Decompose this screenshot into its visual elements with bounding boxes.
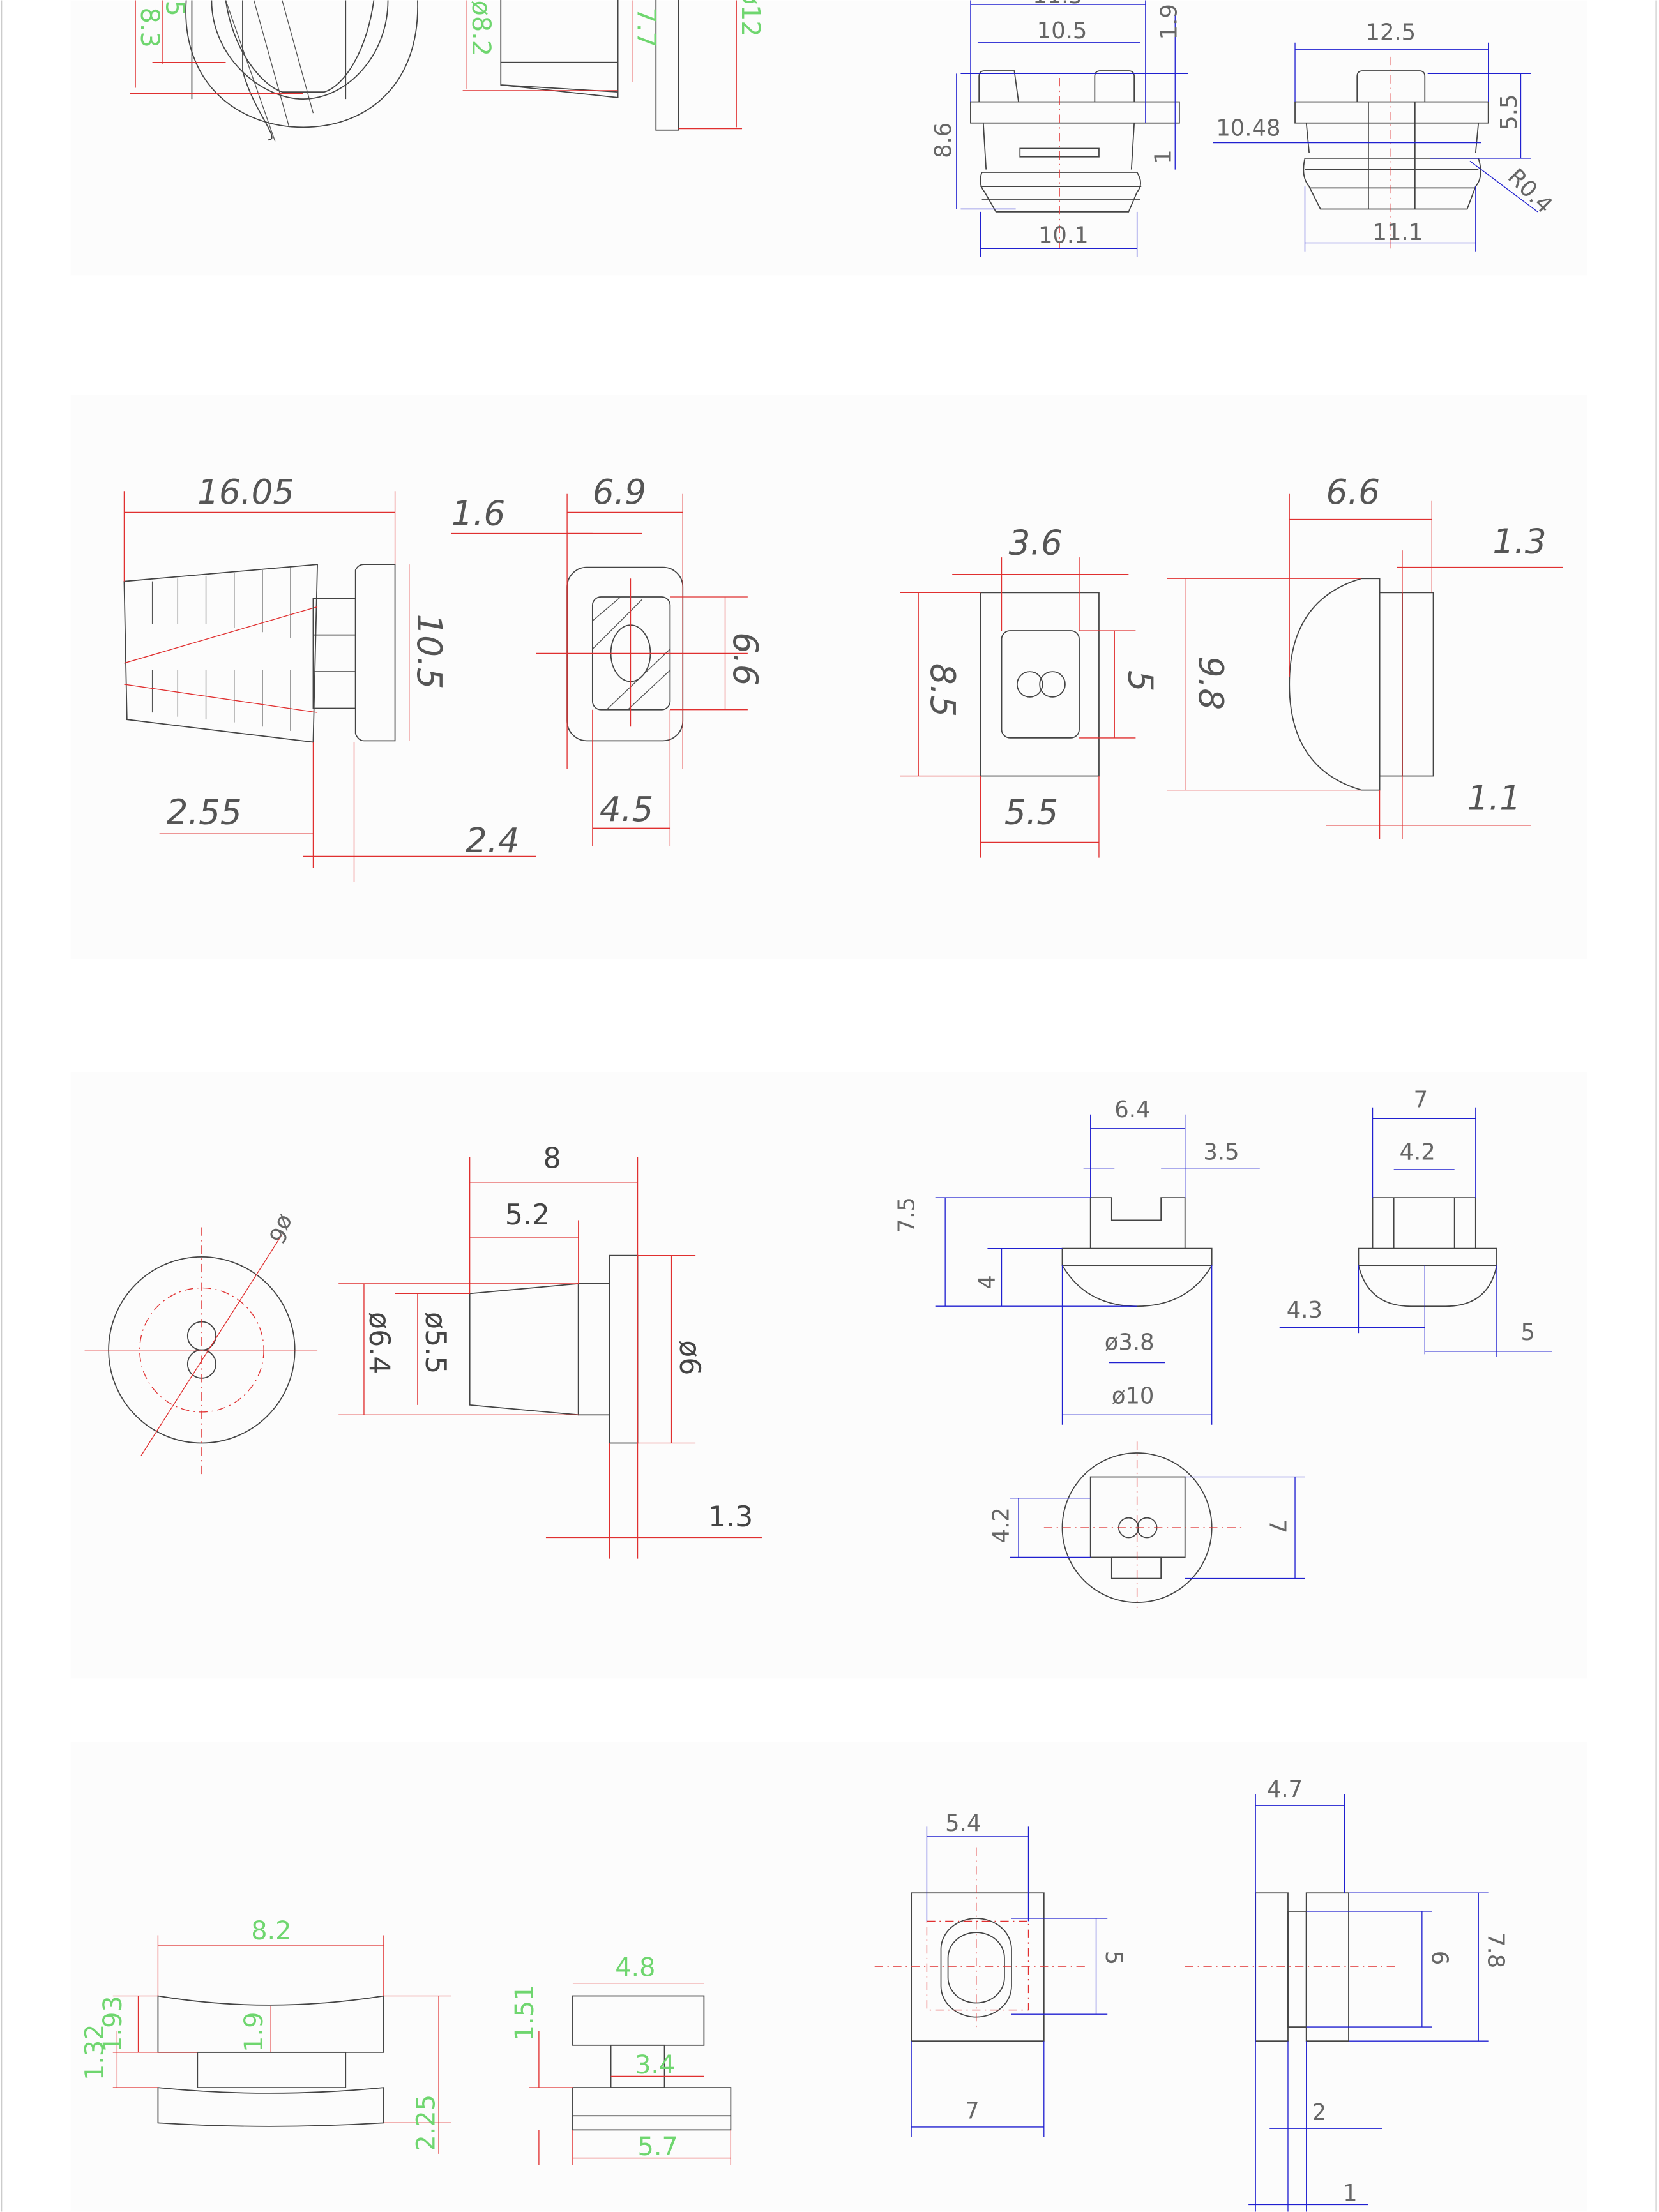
dim-label: 1.6 xyxy=(451,493,505,533)
part-3-end-view: 1.6 6.9 6.6 4.5 xyxy=(451,472,765,847)
dim-label: 1.3 xyxy=(708,1501,753,1533)
dim-label: 3.6 xyxy=(1009,523,1063,563)
dim-label: 10.48 xyxy=(1216,116,1280,142)
part-1-front-view: 8.3 5 xyxy=(130,1,418,142)
dim-label: 2.25 xyxy=(411,2095,441,2151)
dim-label: 7 xyxy=(1264,1519,1290,1533)
dim-label: 8.5 xyxy=(923,663,962,717)
dim-label: ø3.8 xyxy=(1105,1330,1155,1356)
dim-label: 3.4 xyxy=(635,2050,675,2080)
dim-label: 11.1 xyxy=(1373,220,1423,246)
dim-label: 10.1 xyxy=(1038,222,1089,248)
dim-label: 5.5 xyxy=(1496,94,1522,130)
dim-label: 8.2 xyxy=(251,1916,291,1946)
dim-label: 6.6 xyxy=(725,632,765,686)
dim-label: 1 xyxy=(1343,2180,1357,2206)
dim-label: 5.7 xyxy=(638,2132,678,2162)
dim-label: 5 xyxy=(160,1,190,17)
dim-label: ø6 xyxy=(673,1340,706,1375)
dim-label: ø6.4 xyxy=(363,1312,395,1374)
part-4-end-view: 3.6 8.5 5 5.5 xyxy=(900,523,1160,858)
part-7-side-view: 8.2 1.93 1.9 1.32 2.25 xyxy=(80,1916,451,2154)
part-8-front-view: 5.4 5 7 xyxy=(874,1810,1126,2137)
dim-label: 1.9 xyxy=(239,2012,269,2052)
dim-label: 2.55 xyxy=(167,793,242,832)
dim-label: 7 xyxy=(965,2098,979,2125)
dim-label: 5.4 xyxy=(945,1810,981,1837)
dim-label: 7 xyxy=(1414,1087,1428,1113)
part-4-side-view: 6.6 1.3 9.8 1.1 xyxy=(1166,472,1563,839)
dim-label: 11.5 xyxy=(1033,0,1083,9)
dim-label: ø5.5 xyxy=(419,1312,451,1374)
dim-label: 4.2 xyxy=(1400,1139,1436,1165)
dim-label: 5 xyxy=(1120,670,1160,692)
dim-label: 8.6 xyxy=(930,123,957,158)
part-2-front-view: 11.5 10.5 1.9 8.6 1 10.1 xyxy=(930,0,1188,257)
dim-label: 1.3 xyxy=(1492,522,1546,562)
dim-label: 2.4 xyxy=(466,821,519,861)
dim-label: 7.7 xyxy=(632,8,661,48)
part-1-side-view: ø8.2 7.7 ø12 xyxy=(462,0,765,131)
dim-label: 4 xyxy=(974,1275,1000,1289)
part-6-side-view: 7 4.2 4.3 5 xyxy=(1279,1087,1552,1357)
part-6-front-view: 6.4 3.5 7.5 4 ø3.8 ø10 xyxy=(894,1097,1260,1425)
dim-label: 6 xyxy=(1426,1951,1452,1965)
dim-label: 1.9 xyxy=(1156,4,1182,40)
part-8-side-view: 4.7 6 7.8 2 1 xyxy=(1185,1777,1509,2212)
dim-label: 5 xyxy=(1521,1320,1535,1346)
dim-label: 3.5 xyxy=(1203,1139,1239,1165)
part-3-side-view: 16.05 10.5 2.55 2.4 xyxy=(123,472,536,882)
panel-2 xyxy=(70,395,1587,959)
dim-label: 7.8 xyxy=(1483,1932,1509,1968)
dim-label: 7.5 xyxy=(894,1197,920,1233)
dim-label: 8.3 xyxy=(135,8,164,48)
dim-label: 6.4 xyxy=(1114,1097,1150,1123)
dim-label: 1.1 xyxy=(1467,779,1521,818)
part-6-top-view: 4.2 7 xyxy=(989,1441,1305,1608)
dim-label: 6.6 xyxy=(1326,472,1380,512)
dim-label: 12.5 xyxy=(1365,19,1416,45)
dim-label: 4.8 xyxy=(615,1953,655,1983)
dim-label: ø10 xyxy=(1112,1383,1155,1410)
dim-label: 4.7 xyxy=(1267,1777,1303,1803)
dim-label: 2 xyxy=(1312,2100,1326,2126)
dim-label: ø12 xyxy=(736,0,765,37)
dim-label: 16.05 xyxy=(197,472,294,512)
dim-label: 9.8 xyxy=(1191,656,1231,710)
dim-label: 1.32 xyxy=(80,2024,109,2081)
panel-4 xyxy=(70,1742,1587,2212)
dim-label: 6.9 xyxy=(593,472,646,512)
dim-label: ø8.2 xyxy=(466,1,496,57)
panel-3 xyxy=(70,1072,1587,1679)
dim-label: 4.5 xyxy=(600,790,653,829)
dim-label: 4.3 xyxy=(1287,1297,1322,1323)
dim-label: 5 xyxy=(1100,1951,1126,1965)
dim-label: 4.2 xyxy=(989,1507,1015,1543)
dim-label: 1.51 xyxy=(510,1985,540,2042)
part-7-front-view: 4.8 1.51 3.4 5.7 xyxy=(510,1953,732,2165)
part-5-side-view: 8 5.2 ø6.4 ø5.5 ø6 1.3 xyxy=(338,1143,762,1559)
dim-label: 10.5 xyxy=(1037,18,1087,44)
dim-label: 8 xyxy=(543,1143,561,1175)
dim-label: 5.2 xyxy=(505,1199,550,1231)
panel-1 xyxy=(70,0,1587,276)
dim-label: 1 xyxy=(1151,149,1177,163)
dim-label: 1.93 xyxy=(98,1996,128,2052)
dim-label: 10.5 xyxy=(409,613,449,689)
dim-label: 5.5 xyxy=(1004,793,1058,832)
